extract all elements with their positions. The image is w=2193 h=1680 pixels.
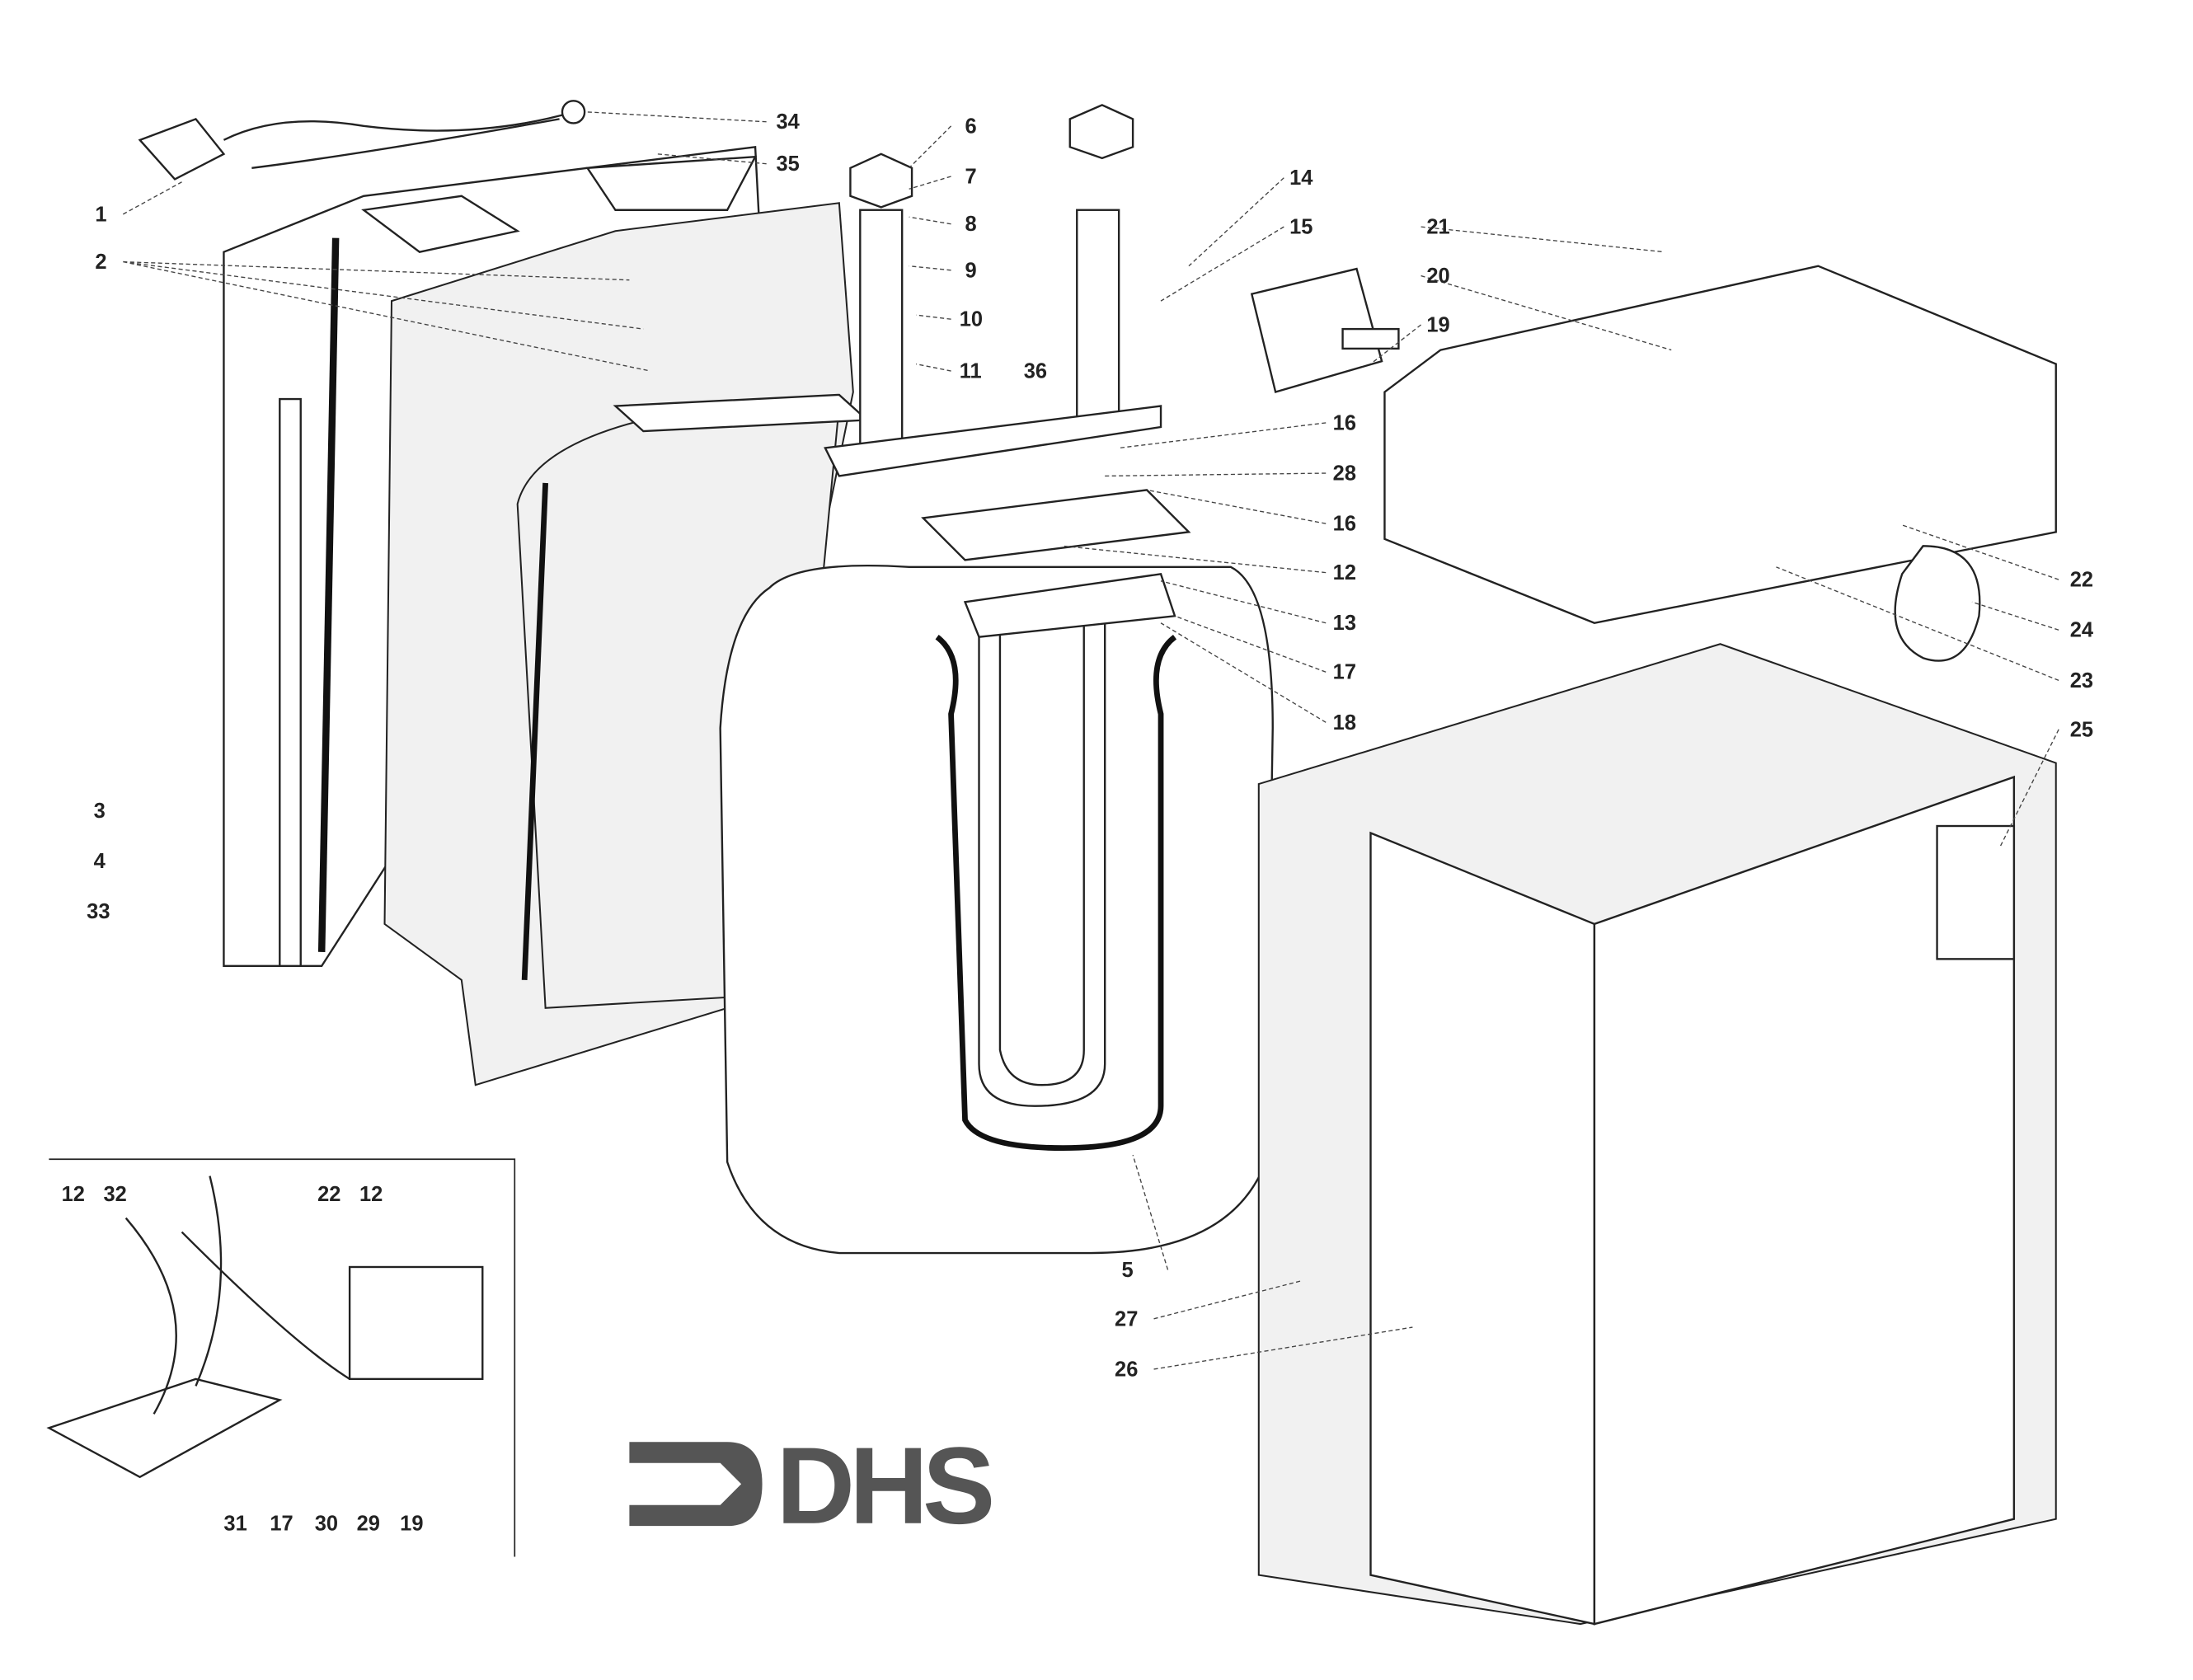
- label-16b: 16: [1333, 513, 1356, 536]
- label-34: 34: [777, 110, 801, 134]
- inset-label-29: 29: [357, 1512, 380, 1535]
- label-11: 11: [960, 360, 982, 383]
- label-16a: 16: [1333, 411, 1356, 434]
- water-tank: [719, 564, 1274, 1255]
- logo-text: DHS: [777, 1425, 992, 1547]
- label-33: 33: [87, 900, 110, 923]
- inset-label-22: 22: [317, 1183, 340, 1206]
- top-cover: [1383, 265, 2057, 662]
- label-3: 3: [94, 800, 106, 823]
- label-5: 5: [1122, 1259, 1134, 1282]
- part-labels: 1 2 34 35 6 7 8 9 10 11 36 14 15 21 20 1…: [62, 110, 2094, 1535]
- label-2: 2: [95, 251, 106, 274]
- inset-label-32: 32: [104, 1183, 127, 1206]
- wiring-inset: [46, 1158, 516, 1557]
- label-23: 23: [2070, 669, 2093, 692]
- inset-label-12b: 12: [359, 1183, 383, 1206]
- label-24: 24: [2070, 619, 2094, 642]
- thermostat: [1250, 267, 1400, 394]
- front-housing: [1257, 643, 2057, 1626]
- label-36: 36: [1024, 360, 1047, 383]
- label-27: 27: [1115, 1307, 1138, 1330]
- label-21: 21: [1426, 216, 1449, 239]
- label-25: 25: [2070, 718, 2093, 741]
- label-22: 22: [2070, 569, 2093, 592]
- label-28: 28: [1333, 462, 1356, 486]
- leader-lines: [122, 111, 2059, 1370]
- label-10: 10: [960, 308, 983, 331]
- inset-label-17: 17: [270, 1512, 293, 1535]
- label-35: 35: [777, 153, 800, 176]
- water-pipes: [824, 104, 1162, 477]
- dhs-logo: DHS: [629, 1425, 998, 1547]
- label-6: 6: [965, 115, 977, 138]
- label-18: 18: [1333, 711, 1356, 734]
- label-12: 12: [1333, 561, 1356, 584]
- label-1: 1: [95, 203, 106, 226]
- power-cord: [138, 100, 586, 181]
- label-4: 4: [94, 850, 106, 873]
- label-17: 17: [1333, 661, 1356, 684]
- label-20: 20: [1426, 265, 1449, 288]
- label-19: 19: [1426, 313, 1449, 336]
- label-26: 26: [1115, 1358, 1138, 1381]
- label-15: 15: [1289, 216, 1313, 239]
- label-14: 14: [1289, 167, 1313, 190]
- inset-label-12a: 12: [62, 1183, 85, 1206]
- label-7: 7: [965, 165, 977, 188]
- label-8: 8: [965, 213, 977, 236]
- label-13: 13: [1333, 612, 1356, 635]
- label-9: 9: [965, 259, 977, 282]
- inset-label-31: 31: [223, 1512, 247, 1535]
- mounting-bracket: [361, 155, 870, 433]
- inset-label-30: 30: [315, 1512, 338, 1535]
- inset-label-19: 19: [400, 1512, 423, 1535]
